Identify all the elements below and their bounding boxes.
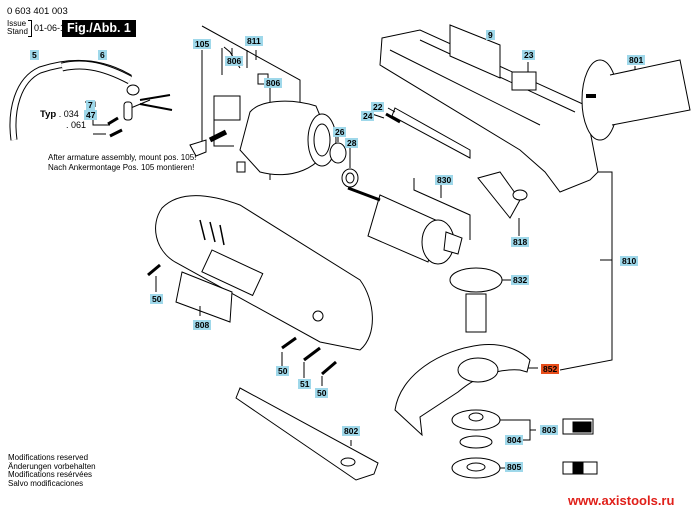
armature-drawing: [347, 178, 471, 265]
part-label-832[interactable]: 832: [511, 275, 530, 285]
part-label-105[interactable]: 105: [193, 39, 212, 49]
aux-handle-drawing: [581, 59, 691, 141]
type-note: Typ . 034 . 061: [40, 109, 86, 131]
issue-bracket: [28, 20, 32, 37]
bearings-drawing: [329, 134, 359, 188]
part-label-806[interactable]: 806: [264, 78, 283, 88]
issue-label: Issue Stand: [7, 20, 28, 36]
part-label-830[interactable]: 830: [435, 175, 454, 185]
part-label-852[interactable]: 852: [541, 364, 560, 374]
type-variant-1: . 034: [58, 109, 79, 119]
part-label-22[interactable]: 22: [371, 102, 385, 112]
flange-drawing: [451, 409, 536, 479]
type-variant-2: . 061: [66, 120, 87, 130]
leader-lines-field: [201, 25, 301, 180]
part-label-50[interactable]: 50: [150, 294, 164, 304]
part-label-801[interactable]: 801: [627, 55, 646, 65]
switch-bar-drawing: [371, 107, 471, 159]
cable-drawing: [9, 59, 173, 141]
modifications-line: Modifications resérvées: [8, 470, 93, 479]
document-number: 0 603 401 003: [7, 6, 68, 17]
issue-date: 01-06-11: [34, 23, 70, 33]
flange-section-icons: [562, 418, 598, 475]
part-label-47[interactable]: 47: [84, 110, 98, 120]
modifications-line: Änderungen vorbehalten: [8, 461, 96, 471]
part-label-818[interactable]: 818: [511, 237, 530, 247]
part-label-50[interactable]: 50: [315, 388, 329, 398]
part-label-26[interactable]: 26: [333, 127, 347, 137]
part-label-806[interactable]: 806: [225, 56, 244, 66]
modifications-line: Modifications reserved: [8, 453, 89, 462]
guard-drawing: [394, 344, 538, 437]
crown-gear-drawing: [449, 267, 512, 333]
part-label-5[interactable]: 5: [30, 50, 39, 60]
part-label-23[interactable]: 23: [522, 50, 536, 60]
part-label-50[interactable]: 50: [276, 366, 290, 376]
part-label-28[interactable]: 28: [345, 138, 359, 148]
gear-housing-drawing: [379, 29, 613, 371]
spindle-lock-drawing: [477, 171, 528, 236]
part-label-51[interactable]: 51: [298, 379, 312, 389]
part-label-804[interactable]: 804: [505, 435, 524, 445]
field-drawing: [189, 73, 337, 176]
type-prefix: Typ: [40, 109, 57, 120]
part-label-803[interactable]: 803: [540, 425, 559, 435]
modifications-notice: Modifications reserved Änderungen vorbeh…: [8, 453, 96, 488]
modifications-line: Salvo modificaciones: [8, 478, 84, 488]
assembly-note: After armature assembly, mount pos. 105!…: [48, 153, 196, 173]
website-link[interactable]: www.axistools.ru: [568, 493, 675, 508]
part-label-24[interactable]: 24: [361, 111, 375, 121]
part-label-7[interactable]: 7: [86, 100, 95, 110]
part-label-810[interactable]: 810: [620, 256, 639, 266]
part-label-805[interactable]: 805: [505, 462, 524, 472]
part-label-9[interactable]: 9: [486, 30, 495, 40]
cable-clamp-drawing: [85, 101, 133, 138]
switch-slider-drawing: [511, 62, 537, 91]
issue-label-de: Stand: [7, 27, 28, 36]
figure-title: Fig./Abb. 1: [62, 20, 136, 37]
motor-housing-drawing: [155, 195, 373, 351]
spanner-drawing: [235, 387, 379, 481]
part-label-811[interactable]: 811: [245, 36, 263, 46]
assembly-note-de: Nach Ankermontage Pos. 105 montieren!: [48, 163, 195, 172]
type-plate-drawing: [175, 271, 233, 323]
assembly-note-en: After armature assembly, mount pos. 105!: [48, 153, 197, 162]
issue-label-en: Issue: [7, 19, 27, 28]
screws-drawing: [147, 263, 337, 386]
part-label-802[interactable]: 802: [342, 426, 361, 436]
part-label-6[interactable]: 6: [98, 50, 107, 60]
part-label-808[interactable]: 808: [193, 320, 212, 330]
